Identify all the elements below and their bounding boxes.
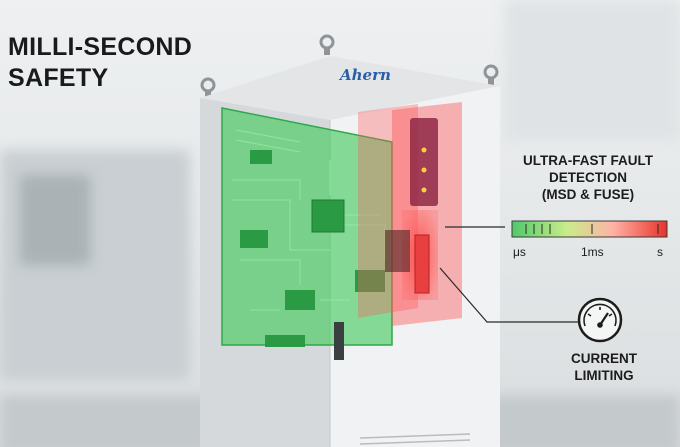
fault-highlight	[358, 102, 462, 326]
current-limiting-line2: LIMITING	[574, 368, 634, 383]
background-panel-left	[20, 175, 90, 265]
gauge-icon	[577, 297, 623, 343]
cabinet-vents	[359, 433, 471, 445]
current-limiting-line1: CURRENT	[571, 351, 637, 366]
fault-detection-line3: (MSD & FUSE)	[541, 187, 635, 202]
cabinet-top	[200, 56, 500, 120]
current-limiting-label: CURRENT LIMITING	[548, 350, 660, 384]
lifting-eye-right	[483, 64, 499, 85]
fault-detection-line1: ULTRA-FAST FAULT	[523, 153, 653, 168]
background-machine-right	[505, 0, 680, 140]
lifting-eye-left	[200, 77, 216, 98]
control-board	[221, 107, 393, 360]
headline: MILLI-SECOND SAFETY	[8, 32, 192, 94]
brand-logo: Ahern	[340, 66, 391, 84]
current-leader-line	[439, 267, 578, 323]
fault-detection-label: ULTRA-FAST FAULT DETECTION (MSD & FUSE)	[508, 152, 668, 203]
headline-line2: SAFETY	[8, 64, 109, 92]
time-label-microsecond: μs	[513, 245, 526, 259]
time-scale-bar	[511, 220, 668, 238]
time-label-millisecond: 1ms	[581, 245, 604, 259]
time-label-second: s	[657, 245, 663, 259]
lifting-eye-top	[319, 34, 335, 55]
fault-detection-line2: DETECTION	[548, 170, 627, 185]
headline-line1: MILLI-SECOND	[8, 33, 193, 61]
